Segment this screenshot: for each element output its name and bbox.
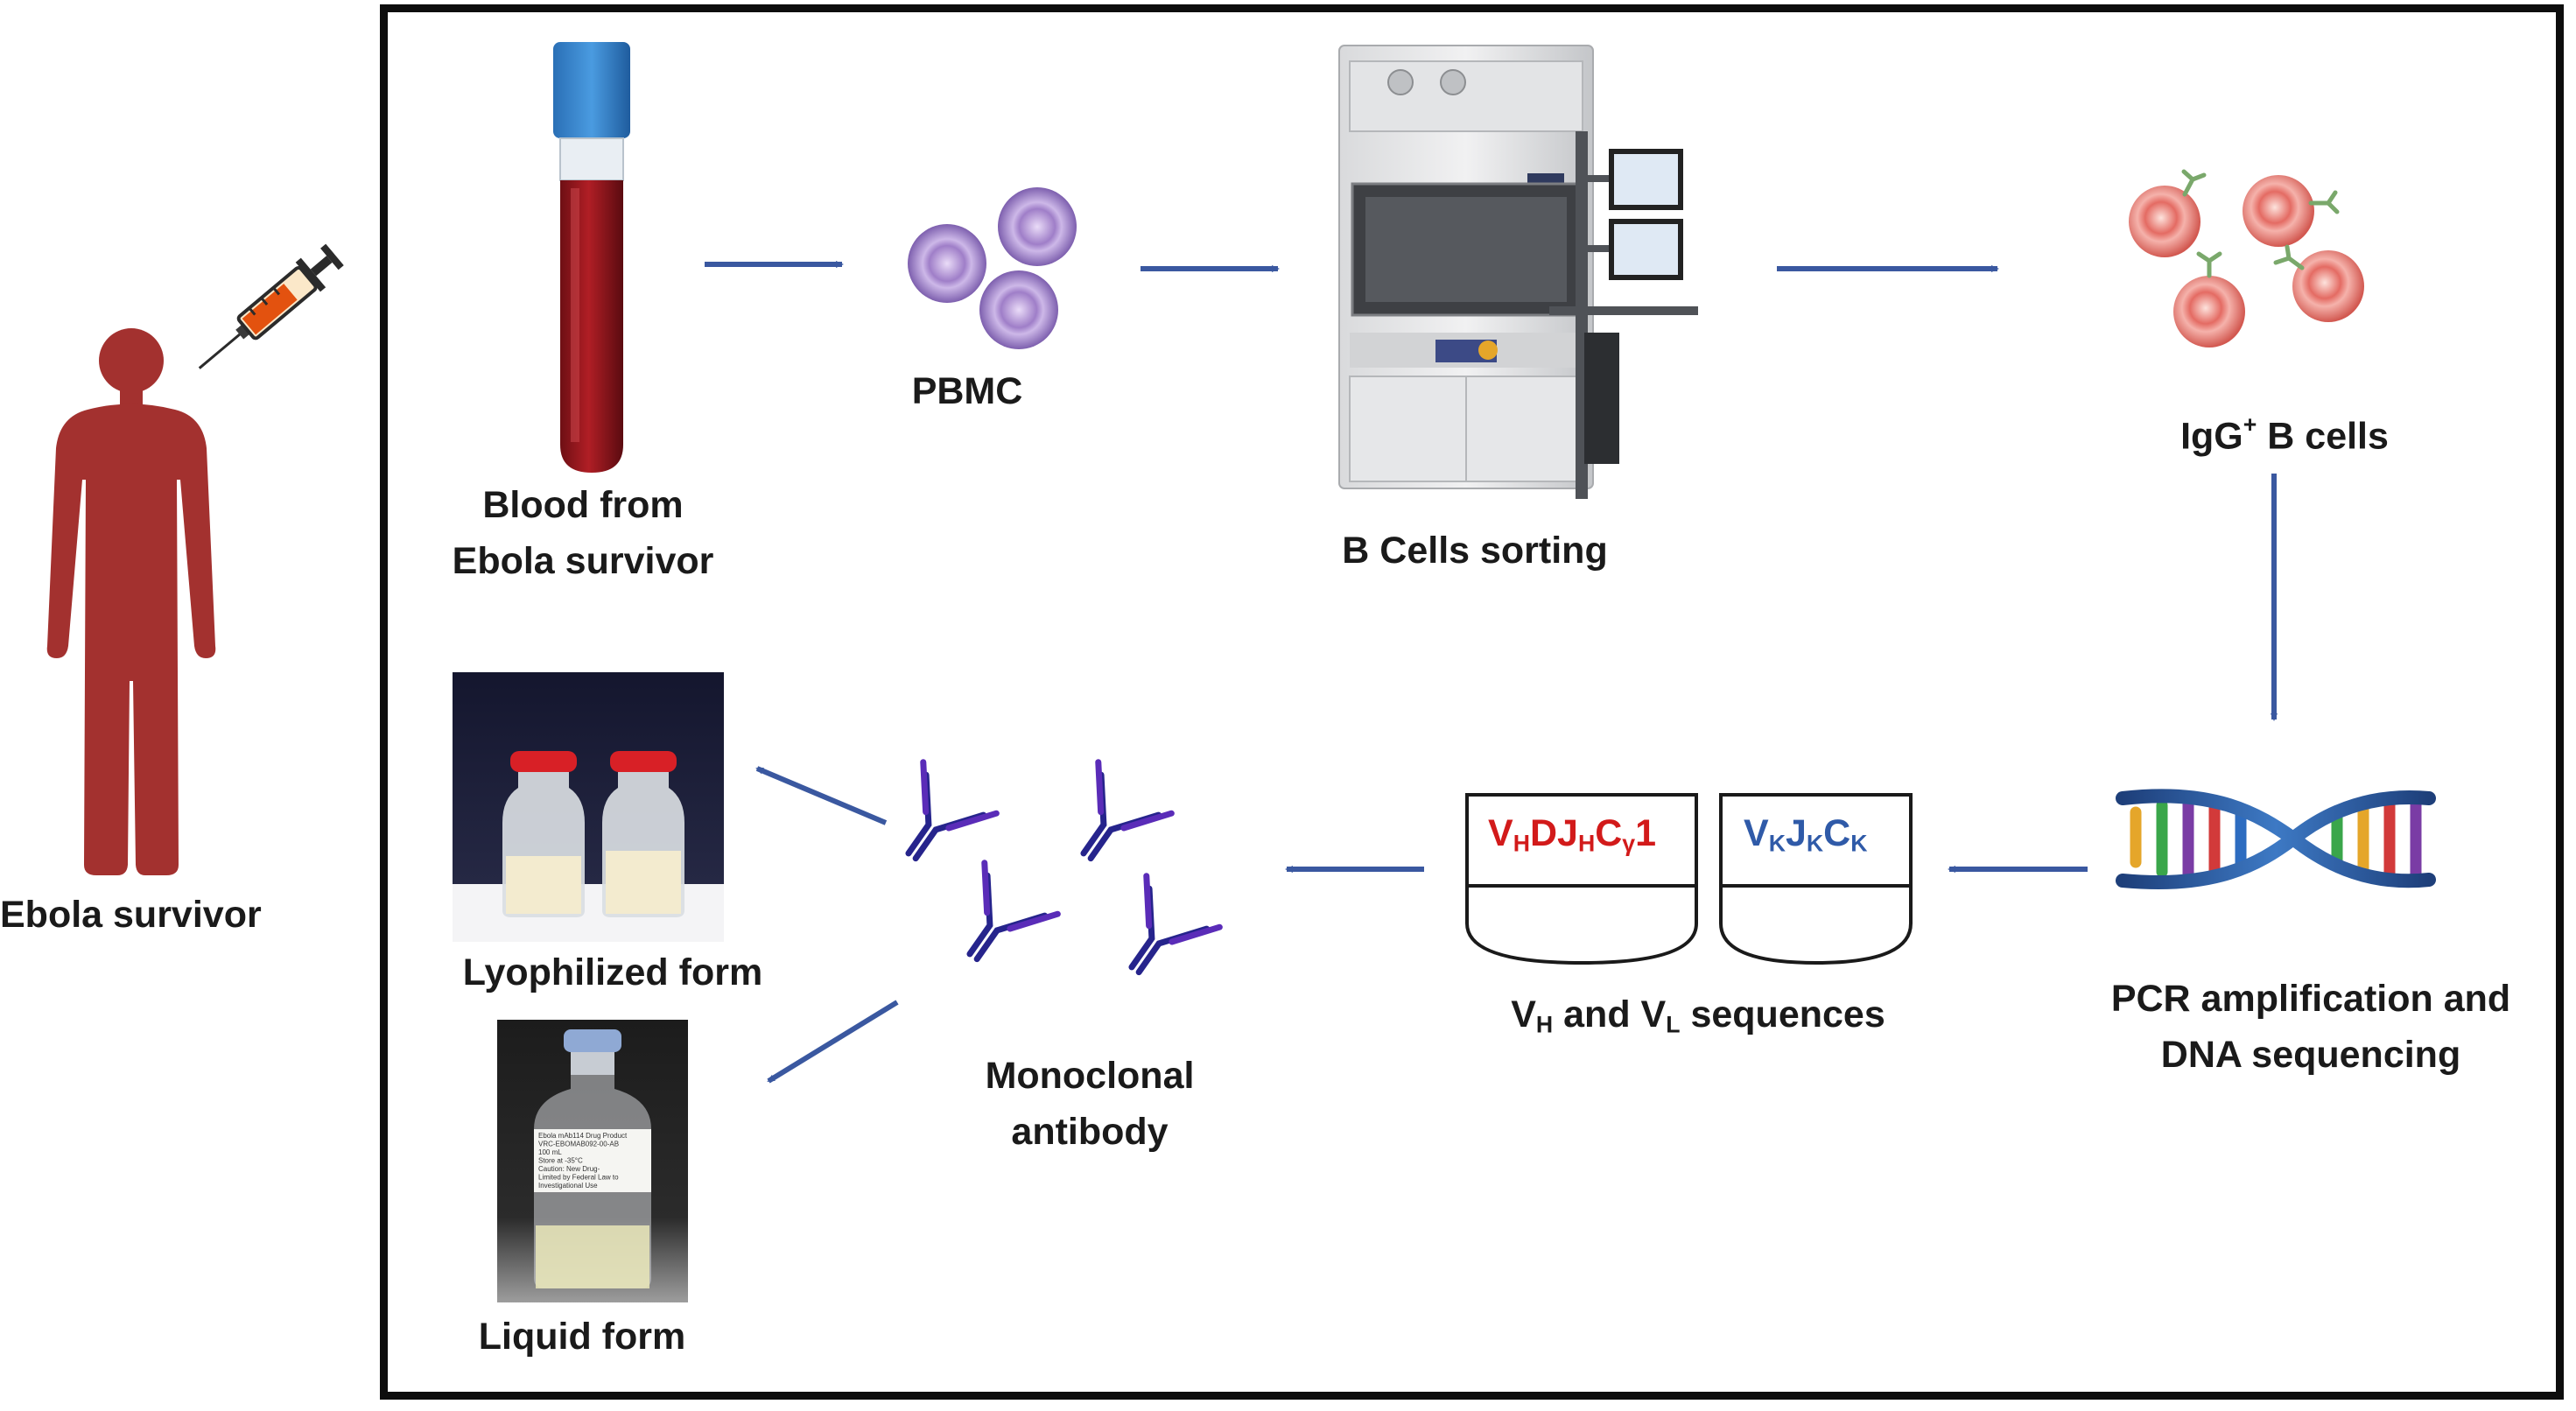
workflow-arrows [705,261,2278,1084]
label-vh-vl-sequences: VH and VL sequences [1511,993,1885,1038]
light-chain-gene-label: VKJKCK [1744,812,1868,857]
vial-label-line: Investigational Use [538,1182,598,1190]
heavy-chain-gene-label: VHDJHCγ1 [1488,812,1657,857]
lyophilized-vials-photo [453,672,724,942]
process-frame [380,4,2564,1400]
blood-tube-icon [553,42,630,473]
arrow-antibody-to-lyophilized [755,766,888,825]
vial-label-text: Ebola mAb114 Drug ProductVRC-EBOMAB092-0… [538,1132,628,1190]
vial-label-line: 100 mL [538,1148,562,1156]
heavy-chain-cassette [1465,793,1698,965]
label-ebola-survivor: Ebola survivor [0,894,262,936]
vial-label-line: Caution: New Drug- [538,1165,600,1173]
label-blood-ebola-survivor: Ebola survivor [452,540,714,582]
dna-helix-icon [2116,789,2436,890]
light-chain-cassette [1719,793,1913,965]
label-dna-sequencing: DNA sequencing [2160,1034,2461,1076]
vial-label-line: Store at -35°C [538,1157,583,1165]
cell-sorter-machine-icon [1338,45,1698,499]
vial-label-line: VRC-EBOMAB092-00-AB [538,1141,619,1148]
label-b-cells-sorting: B Cells sorting [1342,530,1608,572]
igg-b-cells-icon [2129,169,2364,347]
label-liquid-form: Liquid form [478,1316,686,1358]
label-pcr-amplification: PCR amplification and [2110,978,2511,1020]
label-monoclonal: Monoclonal [985,1055,1195,1097]
vial-label-line: Ebola mAb114 Drug Product [538,1132,628,1140]
vial-label-line: Limited by Federal Law to [538,1174,619,1182]
liquid-vial-photo: Ebola mAb114 Drug ProductVRC-EBOMAB092-0… [497,1020,688,1302]
label-antibody: antibody [1011,1111,1169,1153]
pbmc-cells-icon [908,187,1077,349]
arrow-antibody-to-liquid [767,1000,899,1084]
label-blood-from: Blood from [482,484,684,526]
label-pbmc: PBMC [911,370,1023,412]
monoclonal-antibodies-icon [905,759,1223,976]
label-lyophilized-form: Lyophilized form [462,951,763,993]
syringe-icon [198,243,344,369]
human-silhouette-icon [46,328,216,875]
label-igg-b-cells: IgG+ B cells [2180,411,2389,458]
